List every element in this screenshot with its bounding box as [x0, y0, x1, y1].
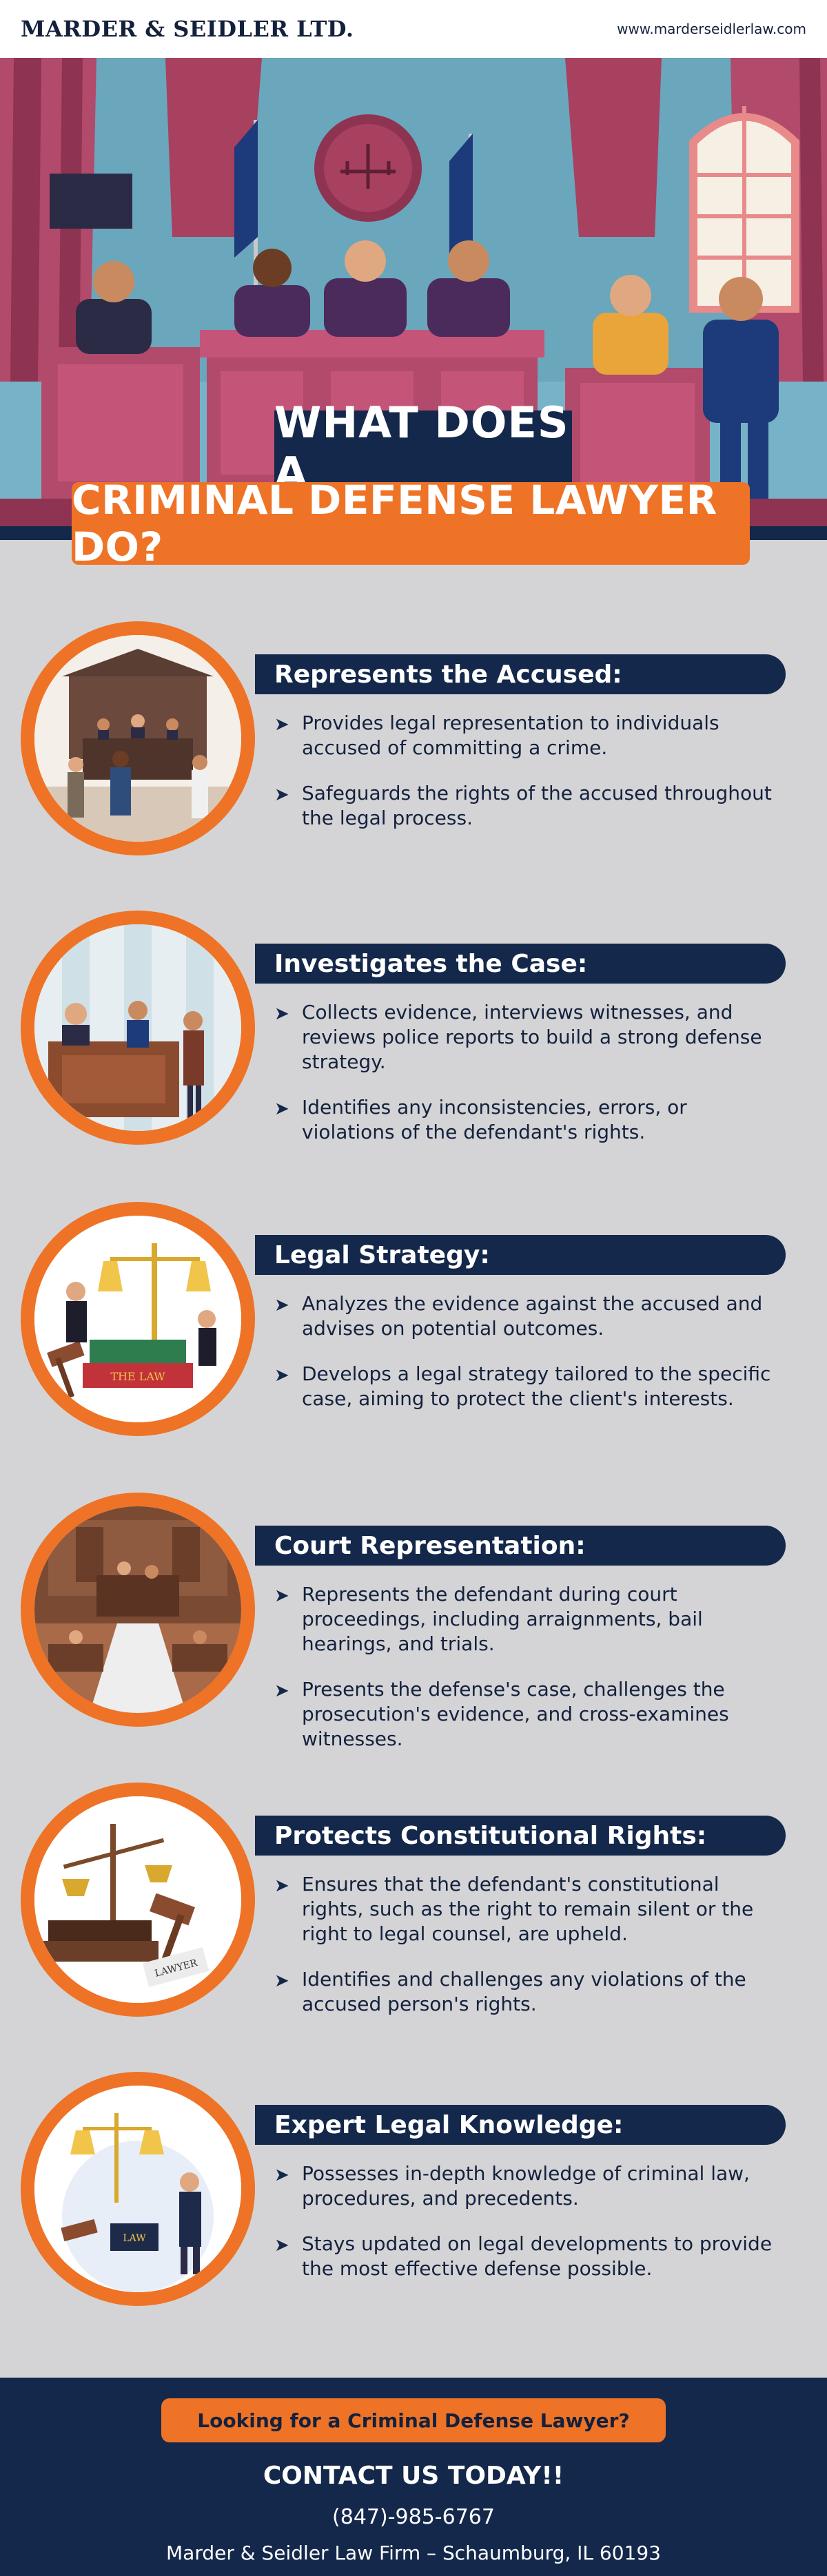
hero-title-line-1: WHAT DOES A	[274, 397, 572, 498]
judge-and-lawyers-illustration	[34, 924, 241, 1131]
section-illustration-frame: LAWYER	[21, 1783, 255, 2017]
section-bullets: ➤ Ensures that the defendant's constituti…	[274, 1872, 784, 2037]
arrow-bullet-icon: ➤	[274, 714, 289, 735]
cta-button[interactable]: Looking for a Criminal Defense Lawyer?	[161, 2398, 666, 2442]
phone-link[interactable]: (847)-985-6767	[332, 2505, 495, 2529]
arrow-bullet-icon: ➤	[274, 2235, 289, 2256]
arrow-bullet-icon: ➤	[274, 1586, 289, 1606]
bullet-text: Possesses in-depth knowledge of criminal…	[302, 2162, 750, 2210]
bullet-text: Safeguards the rights of the accused thr…	[302, 782, 772, 829]
bullet-text: Identifies and challenges any violations…	[302, 1968, 746, 2015]
contact-footer: Looking for a Criminal Defense Lawyer? C…	[0, 2378, 827, 2576]
section-illustration-frame	[21, 911, 255, 1145]
section-title: Expert Legal Knowledge:	[255, 2105, 786, 2145]
contact-heading: CONTACT US TODAY!!	[263, 2462, 564, 2490]
bullet-text: Presents the defense's case, challenges …	[302, 1678, 729, 1750]
section-illustration-frame: THE LAW	[21, 1202, 255, 1436]
section-represents-accused: Represents the Accused: ➤ Provides legal …	[0, 621, 827, 911]
arrow-bullet-icon: ➤	[274, 1971, 289, 1991]
website-link[interactable]: www.marderseidlerlaw.com	[617, 21, 806, 37]
section-bullets: ➤ Analyzes the evidence against the accus…	[274, 1291, 784, 1432]
top-header: MARDER & SEIDLER LTD. www.marderseidlerl…	[0, 0, 827, 58]
section-bullets: ➤ Provides legal representation to indivi…	[274, 711, 784, 851]
bullet-item: ➤ Identifies any inconsistencies, errors,…	[274, 1095, 784, 1145]
bullet-item: ➤ Develops a legal strategy tailored to t…	[274, 1362, 784, 1411]
bullet-item: ➤ Safeguards the rights of the accused th…	[274, 781, 784, 831]
section-bullets: ➤ Represents the defendant during court p…	[274, 1582, 784, 1772]
bullet-item: ➤ Ensures that the defendant's constituti…	[274, 1872, 784, 1946]
bullet-text: Analyzes the evidence against the accuse…	[302, 1292, 763, 1340]
firm-address: Marder & Seidler Law Firm – Schaumburg, …	[166, 2542, 661, 2564]
bullet-item: ➤ Identifies and challenges any violation…	[274, 1967, 784, 2017]
section-title: Represents the Accused:	[255, 654, 786, 694]
arrow-bullet-icon: ➤	[274, 1295, 289, 1316]
section-bullets: ➤ Possesses in-depth knowledge of crimina…	[274, 2161, 784, 2302]
book-label: LAW	[123, 2233, 146, 2244]
hero-banner	[0, 58, 827, 540]
section-illustration-frame	[21, 1493, 255, 1727]
arrow-bullet-icon: ➤	[274, 1681, 289, 1701]
section-illustration-frame: LAW	[21, 2072, 255, 2306]
section-legal-strategy: THE LAW Legal Strategy: ➤ Analyzes the ev…	[0, 1202, 827, 1491]
hero-title-line-2: CRIMINAL DEFENSE LAWYER DO?	[72, 477, 750, 570]
brand-logo[interactable]: MARDER & SEIDLER LTD.	[21, 16, 354, 42]
book-label: THE LAW	[110, 1370, 165, 1383]
scales-and-law-books-illustration: THE LAW	[34, 1216, 241, 1422]
bullet-text: Identifies any inconsistencies, errors, …	[302, 1096, 687, 1143]
courtroom-hero-illustration	[0, 58, 827, 540]
courtroom-hall-illustration	[34, 1506, 241, 1713]
bullet-item: ➤ Stays updated on legal developments to …	[274, 2232, 784, 2281]
section-bullets: ➤ Collects evidence, interviews witnesses…	[274, 1000, 784, 1165]
bullet-item: ➤ Possesses in-depth knowledge of crimina…	[274, 2161, 784, 2211]
bullet-item: ➤ Analyzes the evidence against the accus…	[274, 1291, 784, 1341]
arrow-bullet-icon: ➤	[274, 1365, 289, 1386]
bullet-text: Provides legal representation to individ…	[302, 711, 719, 759]
section-title: Protects Constitutional Rights:	[255, 1816, 786, 1856]
section-title: Legal Strategy:	[255, 1235, 786, 1275]
section-investigates-case: Investigates the Case: ➤ Collects evidenc…	[0, 911, 827, 1200]
arrow-bullet-icon: ➤	[274, 1099, 289, 1119]
arrow-bullet-icon: ➤	[274, 1004, 289, 1024]
bullet-text: Stays updated on legal developments to p…	[302, 2232, 773, 2280]
section-title: Investigates the Case:	[255, 944, 786, 984]
lawyer-with-scales-illustration: LAW	[34, 2086, 241, 2292]
arrow-bullet-icon: ➤	[274, 785, 289, 805]
section-court-representation: Court Representation: ➤ Represents the de…	[0, 1493, 827, 1782]
bullet-item: ➤ Presents the defense's case, challenges…	[274, 1677, 784, 1752]
section-illustration-frame	[21, 621, 255, 855]
courtroom-defendant-illustration	[34, 635, 241, 842]
section-title: Court Representation:	[255, 1526, 786, 1566]
arrow-bullet-icon: ➤	[274, 1876, 289, 1896]
bullet-text: Develops a legal strategy tailored to th…	[302, 1362, 771, 1410]
section-constitutional-rights: LAWYER Protects Constitutional Rights: ➤…	[0, 1783, 827, 2072]
arrow-bullet-icon: ➤	[274, 2165, 289, 2185]
bullet-text: Ensures that the defendant's constitutio…	[302, 1873, 754, 1945]
bullet-item: ➤ Provides legal representation to indivi…	[274, 711, 784, 760]
bullet-item: ➤ Represents the defendant during court p…	[274, 1582, 784, 1656]
bullet-item: ➤ Collects evidence, interviews witnesses…	[274, 1000, 784, 1074]
section-expert-knowledge: LAW Expert Legal Knowledge: ➤ Possesses i…	[0, 2072, 827, 2361]
bullet-text: Represents the defendant during court pr…	[302, 1583, 703, 1655]
scales-gavel-books-illustration: LAWYER	[34, 1796, 241, 2003]
bullet-text: Collects evidence, interviews witnesses,…	[302, 1001, 762, 1073]
